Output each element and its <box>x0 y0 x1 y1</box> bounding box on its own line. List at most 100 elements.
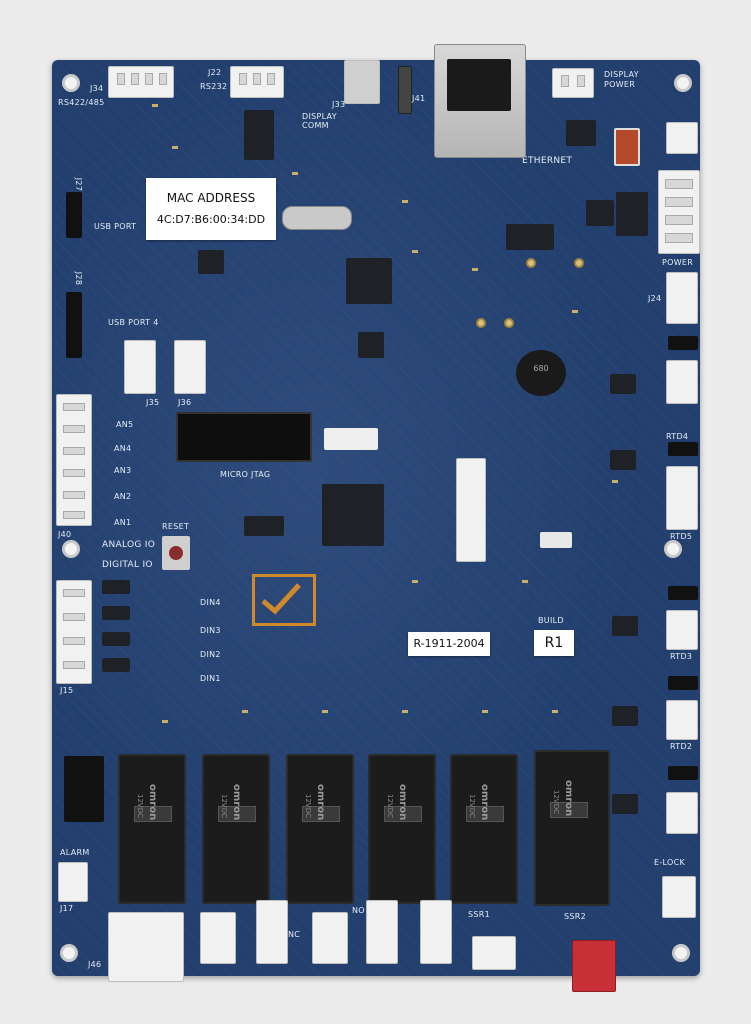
inductor-label: 680 <box>533 364 549 373</box>
j17-label: J17 <box>60 904 74 913</box>
build-card: R1 <box>534 630 574 656</box>
rs232-connector <box>230 66 284 98</box>
rs422-label: RS422/485 <box>58 98 105 107</box>
analog-connector-an7 <box>174 340 206 394</box>
j24-label: J24 <box>648 294 662 303</box>
reset-button[interactable] <box>162 536 190 570</box>
display-power-label: DISPLAY POWER <box>604 70 639 89</box>
j46-connector <box>108 912 184 982</box>
power-connector <box>658 170 700 254</box>
microcontroller-chip <box>322 484 384 546</box>
usb-port-label: USB PORT <box>94 222 137 231</box>
ic-chip <box>198 250 224 274</box>
reset-label: RESET <box>162 522 190 531</box>
usb-header-2 <box>66 292 82 358</box>
relay-1: omron 12VDC <box>118 754 186 904</box>
mounting-hole <box>62 74 80 92</box>
checkmark-logo <box>252 574 316 626</box>
ethernet-jack <box>434 44 526 158</box>
mounting-hole <box>664 540 682 558</box>
crystal-oscillator <box>282 206 352 230</box>
mounting-hole <box>672 944 690 962</box>
rtd5-connector <box>666 466 698 530</box>
display-power-connector <box>552 68 594 98</box>
j28-label: J28 <box>74 271 84 286</box>
relay-connector <box>312 912 348 964</box>
alarm-label: ALARM <box>60 848 90 857</box>
ssr1-connector <box>472 936 516 970</box>
no-label: NO <box>352 906 365 915</box>
alarm-connector <box>58 862 88 902</box>
rtd4-label: RTD4 <box>666 432 689 441</box>
e-lock-label: E-LOCK <box>654 858 686 867</box>
ic-chip <box>616 192 648 236</box>
j41-connector <box>398 66 412 114</box>
mac-address-label: MAC ADDRESS 4C:D7:B6:00:34:DD <box>146 178 276 240</box>
analog-connector-an6 <box>124 340 156 394</box>
rtd4-connector <box>666 360 698 404</box>
usb-header-1 <box>66 192 82 238</box>
digital-io-label: DIGITAL IO <box>102 560 153 570</box>
relay-5: omron 12VDC <box>450 754 518 904</box>
test-pad <box>526 258 536 268</box>
din1-label: DIN1 <box>200 674 221 683</box>
test-pad <box>504 318 514 328</box>
ic-chip <box>612 616 638 636</box>
smd-resistor <box>540 532 572 548</box>
rs232-label: RS232 <box>200 82 228 91</box>
an1-label: AN1 <box>114 518 132 527</box>
ic-chip <box>244 110 274 160</box>
build-label: BUILD <box>538 616 564 625</box>
ethernet-port <box>447 59 511 111</box>
display-comm-label: DISPLAY COMM <box>302 112 337 130</box>
alarm-buzzer <box>64 756 104 822</box>
relay-4: omron 12VDC <box>368 754 436 904</box>
mounting-hole <box>62 540 80 558</box>
optocoupler <box>102 606 130 620</box>
relay-connector <box>200 912 236 964</box>
optocoupler <box>102 580 130 594</box>
test-pad <box>574 258 584 268</box>
ic-chip <box>610 374 636 394</box>
mac-title: MAC ADDRESS <box>166 191 256 205</box>
serial-value: R-1911-2004 <box>413 637 485 650</box>
power-label: POWER <box>662 258 694 267</box>
digital-io-connector <box>56 580 92 684</box>
jumper <box>668 442 698 456</box>
rtd5-label: RTD5 <box>670 532 693 541</box>
j41-label: J41 <box>412 94 426 103</box>
display-comm-usb <box>344 60 380 104</box>
an3-label: AN3 <box>114 466 132 475</box>
ic-chip <box>612 794 638 814</box>
relay-connector <box>366 900 398 964</box>
rs422-connector <box>108 66 174 98</box>
ic-chip <box>346 258 392 304</box>
ethernet-label: ETHERNET <box>522 156 573 166</box>
j24-connector <box>666 272 698 324</box>
regulator-chip <box>244 516 284 536</box>
analog-io-label: ANALOG IO <box>102 540 156 550</box>
relay-6: omron 12VDC <box>534 750 610 906</box>
j36-label: J36 <box>178 398 192 407</box>
an2-label: AN2 <box>114 492 132 501</box>
an5-label: AN5 <box>116 420 134 429</box>
analog-io-connector <box>56 394 92 526</box>
mounting-hole <box>60 944 78 962</box>
an4-label: AN4 <box>114 444 132 453</box>
ic-chip <box>506 224 554 250</box>
pcb-board: RS422/485 J34 RS232 J22 DISPLAY COMM J33… <box>52 44 700 992</box>
j15-label: J15 <box>60 686 74 695</box>
din3-label: DIN3 <box>200 626 221 635</box>
ssr2-label: SSR2 <box>564 912 587 921</box>
rtd-connector <box>666 792 698 834</box>
build-value: R1 <box>544 635 564 651</box>
j35-label: J35 <box>146 398 160 407</box>
ic-chip <box>566 120 596 146</box>
mounting-hole <box>674 74 692 92</box>
center-connector <box>456 458 486 562</box>
usb-port-4-label: USB PORT 4 <box>108 318 159 327</box>
j27-label: J27 <box>74 177 84 192</box>
connector-white <box>324 428 378 450</box>
nc-label: NC <box>288 930 301 939</box>
test-pad <box>476 318 486 328</box>
